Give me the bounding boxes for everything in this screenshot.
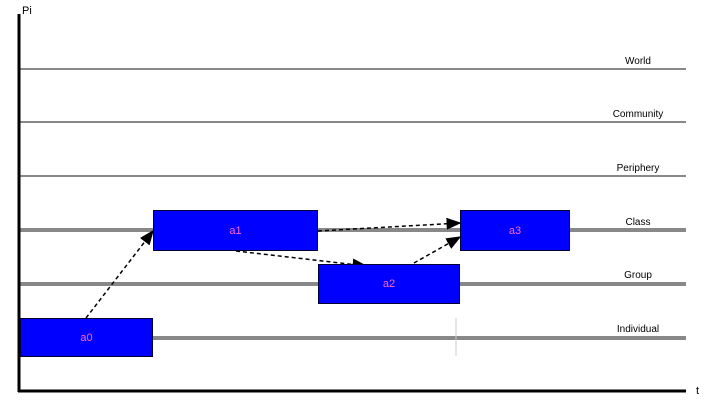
activity-box-a1: a1 xyxy=(153,210,318,251)
y-axis-label: Pi xyxy=(22,5,32,17)
activity-label-a3: a3 xyxy=(508,224,522,237)
activity-label-a1: a1 xyxy=(229,224,242,237)
level-label-group: Group xyxy=(624,270,652,281)
level-label-periphery: Periphery xyxy=(616,163,660,174)
transition-a2-a3 xyxy=(413,236,462,264)
transition-a1-a3 xyxy=(317,217,462,232)
x-axis-label: t xyxy=(696,385,700,397)
transition-a0-a1 xyxy=(85,229,154,319)
activity-label-a0: a0 xyxy=(80,331,93,344)
level-label-world: World xyxy=(625,56,651,67)
level-label-community: Community xyxy=(612,109,664,120)
level-label-individual: Individual xyxy=(616,324,660,335)
activity-box-a3: a3 xyxy=(460,210,570,251)
activity-box-a2: a2 xyxy=(318,264,460,304)
transition-a1-a2 xyxy=(235,250,368,271)
activity-box-a0: a0 xyxy=(20,318,153,357)
level-label-class: Class xyxy=(625,217,651,228)
activity-label-a2: a2 xyxy=(382,278,396,290)
